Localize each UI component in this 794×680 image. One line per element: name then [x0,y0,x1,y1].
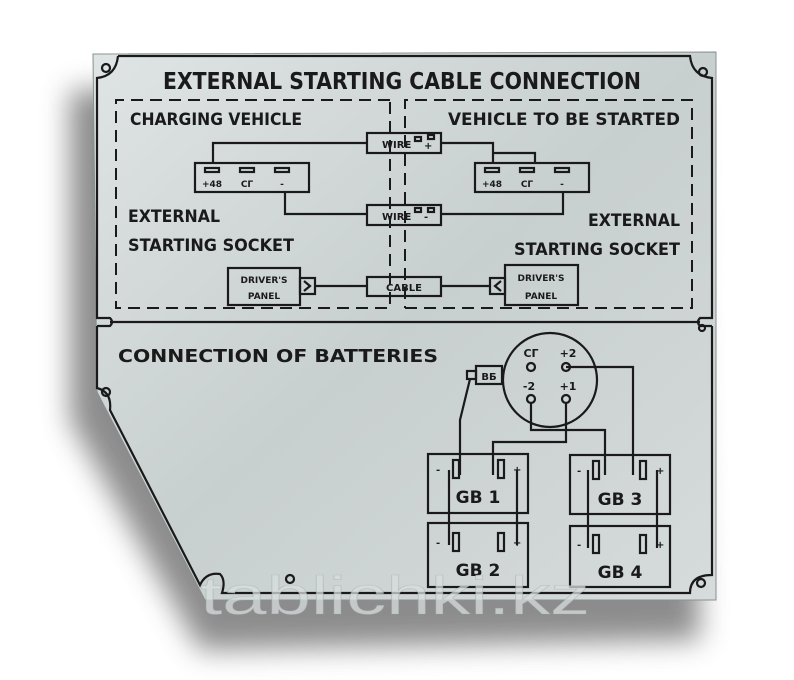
wire-plus-label: WIRE [382,140,411,151]
vb-label: ВБ [481,372,496,383]
left-socket-label-2: STARTING SOCKET [128,236,294,256]
plus-sign: + [513,465,521,476]
right-socket-label-1: EXTERNAL [588,211,680,231]
plus-sign: + [656,466,664,477]
cable-box: CABLE [365,275,443,298]
terminal-label: +48 [482,180,502,190]
terminal-label: СГ [521,180,534,190]
left-starting-socket: +48 СГ - [193,161,311,194]
terminal-minus2-label: -2 [523,380,535,393]
battery-gb3: - + GB 3 [568,453,672,516]
battery-wiring [447,365,659,548]
vb-connector: ВБ [465,364,504,386]
wire-plus-line [211,141,537,163]
battery-label: GB 4 [598,563,643,583]
battery-label: GB 2 [456,561,501,581]
minus-sign: - [436,465,440,476]
plus-sign: + [656,540,664,551]
plate-title: EXTERNAL STARTING CABLE CONNECTION [163,69,641,95]
mounting-hole [284,573,296,585]
drivers-panel-label: DRIVER'S [240,276,287,286]
terminal-label: СГ [241,180,254,190]
left-drivers-panel: DRIVER'S PANEL [226,266,317,307]
left-socket-label-1: EXTERNAL [128,207,220,227]
drivers-panel-label: PANEL [525,292,557,302]
battery-label: GB 1 [456,488,501,508]
mounting-hole [695,577,707,589]
wire-minus-sign: - [424,212,428,223]
wire-plus-box: WIRE + [365,131,443,155]
right-starting-socket: +48 СГ - [473,161,591,194]
charging-vehicle-heading: CHARGING VEHICLE [130,110,302,130]
wire-plus-sign: + [424,141,432,152]
minus-sign: - [577,466,581,477]
mounting-hole [100,62,112,74]
started-vehicle-region [404,99,693,309]
battery-gb1: - + GB 1 [426,452,530,515]
metal-plate [92,51,717,601]
terminal-label: - [280,180,284,190]
right-socket-label-2: STARTING SOCKET [514,240,680,260]
wire-minus-box: WIRE - [365,203,443,227]
wire-minus-label: WIRE [382,212,411,223]
started-vehicle-heading: VEHICLE TO BE STARTED [448,110,680,130]
bottom-panel-border [95,326,714,595]
batteries-heading: CONNECTION OF BATTERIES [118,346,438,367]
right-drivers-panel: DRIVER'S PANEL [488,263,580,307]
top-panel-border [95,54,714,328]
mounting-hole [100,386,112,398]
terminal-sg-label: СГ [523,347,538,360]
mounting-hole [697,323,707,333]
watermark: tablichki.kz [200,566,590,626]
wire-minus-line [283,192,565,216]
cable-label: CABLE [386,283,422,294]
drivers-panel-label: PANEL [248,292,280,302]
battery-gb2: - + GB 2 [426,521,530,589]
terminal-label: - [560,180,564,190]
charging-vehicle-region [115,99,391,309]
terminal-plus2-label: +2 [560,347,577,360]
terminal-plus1-label: +1 [560,380,577,393]
battery-connector: СГ +2 -2 +1 [501,331,599,429]
plus-sign: + [513,538,521,549]
minus-sign: - [436,538,440,549]
minus-sign: - [577,540,581,551]
terminal-label: +48 [202,180,222,190]
mounting-hole [697,66,709,78]
battery-gb4: - + GB 4 [568,524,672,589]
battery-label: GB 3 [598,490,643,510]
drivers-panel-label: DRIVER'S [517,274,564,284]
